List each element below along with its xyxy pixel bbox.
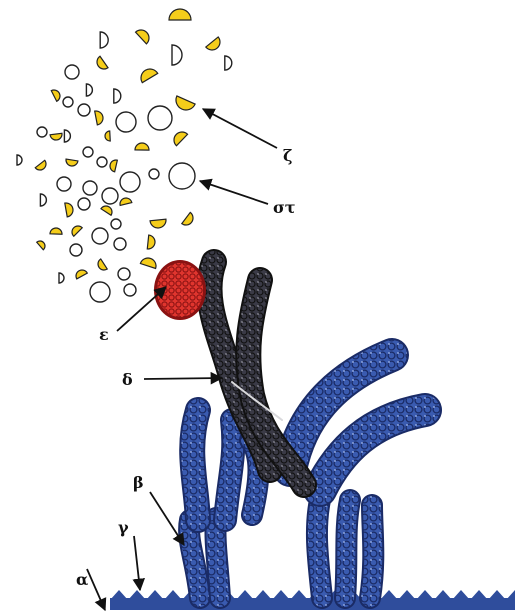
particle-circle	[149, 169, 159, 179]
particle-circle	[120, 172, 140, 192]
particle-yellow	[206, 37, 223, 53]
particle-circle	[83, 181, 97, 195]
particle-yellow	[74, 268, 87, 279]
particle-yellow	[135, 143, 149, 150]
particle-circle	[83, 147, 93, 157]
label-alpha: α	[76, 572, 88, 588]
particle-circle	[90, 282, 110, 302]
particle-yellow	[169, 9, 191, 20]
particles	[17, 9, 232, 302]
label-zeta: ζ	[283, 148, 292, 164]
label-gamma: γ	[118, 520, 129, 536]
particle-circle	[65, 65, 79, 79]
particle-yellow	[94, 56, 108, 71]
particle-yellow	[150, 219, 167, 229]
particle-circle	[148, 106, 172, 130]
particle-yellow	[105, 131, 111, 141]
particle-circle	[63, 97, 73, 107]
particle-yellow	[37, 239, 47, 250]
particle-yellow	[50, 133, 63, 140]
particle-circle	[70, 244, 82, 256]
particle-circle	[78, 104, 90, 116]
particle-circle	[116, 112, 136, 132]
particle-yellow	[65, 202, 74, 217]
particle-circle	[111, 219, 121, 229]
particle-outline	[59, 273, 64, 283]
particle-outline	[225, 56, 232, 70]
particle-outline	[17, 155, 22, 165]
particle-yellow	[147, 235, 155, 250]
particle-yellow	[96, 259, 108, 272]
particle-yellow	[35, 160, 48, 172]
particle-outline	[64, 130, 70, 142]
particle-circle	[97, 157, 107, 167]
label-sigma-tau: στ	[273, 200, 296, 216]
particle-yellow	[65, 159, 78, 167]
label-epsilon: ε	[99, 327, 109, 343]
label-beta: β	[133, 475, 144, 491]
particle-circle	[118, 268, 130, 280]
particle-circle	[37, 127, 47, 137]
particle-yellow	[119, 197, 132, 206]
particle-outline	[114, 89, 121, 103]
particle-yellow	[138, 66, 158, 83]
particle-outline	[40, 194, 46, 206]
particle-circle	[92, 228, 108, 244]
particle-yellow	[182, 212, 196, 227]
particle-yellow	[173, 96, 195, 113]
particle-outline	[172, 45, 182, 65]
particle-circle	[57, 177, 71, 191]
particle-yellow	[109, 159, 118, 172]
particle-yellow	[70, 224, 83, 237]
particle-yellow	[50, 228, 62, 234]
particle-circle	[78, 198, 90, 210]
label-delta: δ	[122, 372, 133, 388]
particle-circle	[124, 284, 136, 296]
particle-circle	[114, 238, 126, 250]
particle-yellow	[101, 204, 114, 216]
particle-circle	[102, 188, 118, 204]
particle-outline	[86, 84, 92, 96]
particle-yellow	[95, 110, 105, 125]
particle-yellow	[51, 88, 62, 101]
particle-yellow	[171, 129, 188, 146]
particle-yellow	[136, 27, 153, 44]
particle-yellow	[140, 256, 158, 269]
particle-outline	[100, 32, 108, 48]
particle-circle	[169, 163, 195, 189]
